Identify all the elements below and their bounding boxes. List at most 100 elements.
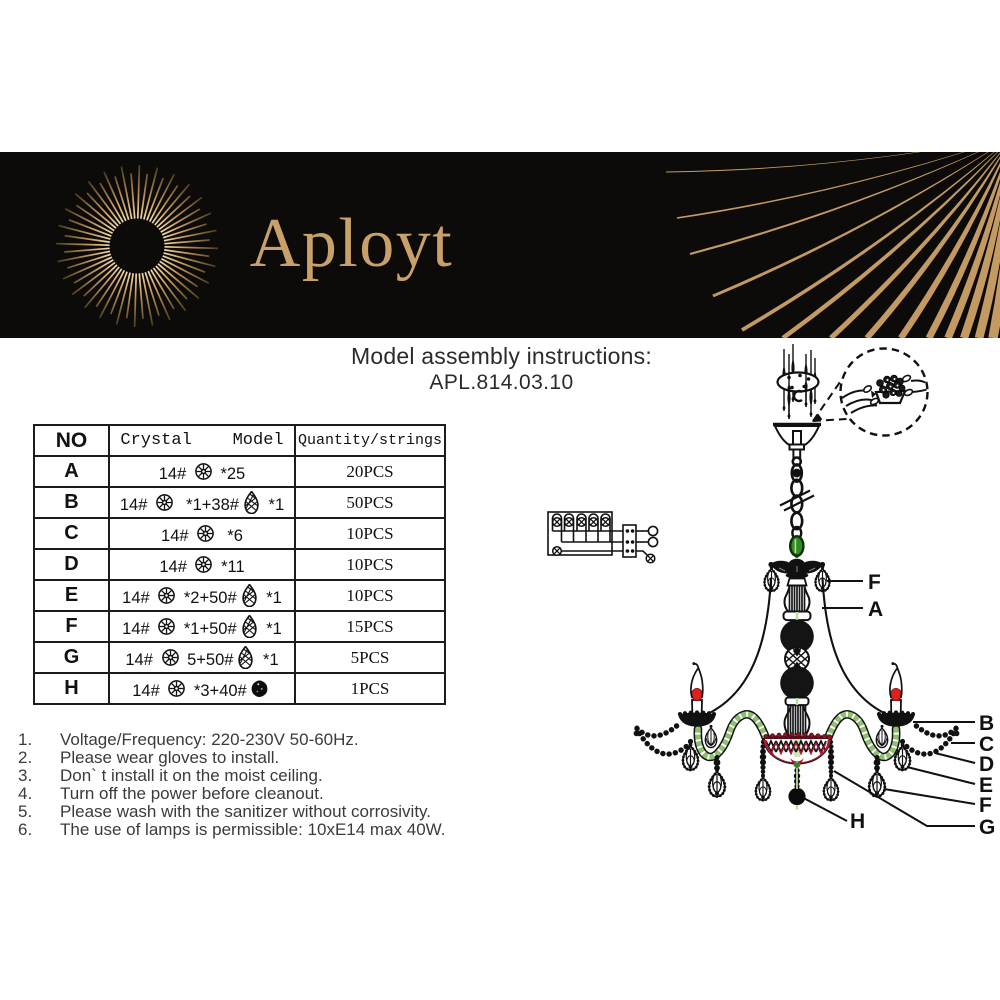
instruction-item: 5. Please wash with the sanitizer withou… (18, 803, 538, 821)
table-row: B 14# *1+38# *1 50PCS (33, 486, 446, 519)
instruction-item: 3. Don` t install it on the moist ceilin… (18, 767, 538, 785)
title-line1: Model assembly instructions: (351, 343, 652, 369)
instruction-number: 5. (18, 802, 33, 821)
row-model: 14# 5+50# *1 (108, 641, 296, 674)
row-no: F (33, 610, 110, 643)
parts-table: NO Crystal Model Quantity/strings A 14# … (33, 424, 446, 705)
row-qty: 5PCS (294, 641, 446, 674)
row-no: D (33, 548, 110, 581)
label-C: C (979, 733, 994, 756)
central-column (763, 558, 831, 739)
instruction-item: 4. Turn off the power before cleanout. (18, 785, 538, 803)
ceiling-plate-detail (776, 344, 820, 419)
instruction-text: Please wear gloves to install. (60, 748, 280, 767)
frame-wires (702, 577, 891, 717)
model-number: APL.814.03.10 (429, 371, 574, 394)
instruction-item: 6. The use of lamps is permissible: 10xE… (18, 821, 538, 839)
header-qty: Quantity/strings (294, 424, 446, 457)
canopy-and-chain (773, 422, 821, 558)
row-no: C (33, 517, 110, 550)
table-row: D 14# *11 10PCS (33, 548, 446, 581)
swag-anchors (633, 725, 960, 737)
cut-mark (779, 489, 815, 512)
instruction-number: 1. (18, 730, 33, 749)
row-model: 14# *2+50# *1 (108, 579, 296, 612)
candle-right (888, 661, 903, 718)
instruction-text: Please wash with the sanitizer without c… (60, 802, 432, 821)
row-model: 14# *1+50# *1 (108, 610, 296, 643)
row-no: G (33, 641, 110, 674)
wiring-schematic (547, 511, 659, 564)
row-no: A (33, 455, 110, 488)
table-row: C 14# *6 10PCS (33, 517, 446, 550)
instruction-number: 4. (18, 784, 33, 803)
table-row: F 14# *1+50# *1 15PCS (33, 610, 446, 643)
detail-magnifier (812, 347, 929, 437)
table-row: E 14# *2+50# *1 10PCS (33, 579, 446, 612)
row-model: 14# *25 (108, 455, 296, 488)
lattice-ball (784, 645, 810, 672)
instruction-text: The use of lamps is permissible: 10xE14 … (60, 820, 446, 839)
brand-banner: Aployt (0, 152, 1000, 338)
table-header-row: NO Crystal Model Quantity/strings (33, 424, 446, 457)
table-row: G 14# 5+50# *1 5PCS (33, 641, 446, 674)
label-E: E (979, 774, 993, 797)
instruction-text: Turn off the power before cleanout. (60, 784, 324, 803)
bottom-ball-H (788, 787, 806, 806)
bead-swags (634, 719, 959, 757)
lamp-group (551, 513, 611, 542)
row-qty: 20PCS (294, 455, 446, 488)
instruction-text: Don` t install it on the moist ceiling. (60, 766, 323, 785)
wire-terminal (647, 536, 659, 548)
label-D: D (979, 753, 994, 776)
row-qty: 10PCS (294, 517, 446, 550)
crystal-drop-F2 (707, 766, 727, 798)
row-model: 14# *6 (108, 517, 296, 550)
label-H: H (850, 810, 865, 833)
crystal-drop-G (822, 773, 840, 802)
callout-leaders (803, 580, 976, 827)
ground-lamp-symbol (551, 545, 563, 557)
instruction-item: 2. Please wear gloves to install. (18, 749, 538, 767)
label-G: G (979, 816, 995, 839)
table-row: A 14# *25 20PCS (33, 455, 446, 488)
top-bobeche-crown (768, 558, 826, 579)
crystal-cluster-icon (862, 374, 914, 406)
brand-name: Aployt (249, 205, 454, 282)
banner-decoration (55, 152, 1000, 338)
row-qty: 50PCS (294, 486, 446, 519)
label-A: A (868, 598, 883, 621)
row-qty: 1PCS (294, 672, 446, 705)
header-no: NO (33, 424, 110, 457)
bobeche-left (677, 710, 717, 727)
terminal-block (622, 524, 637, 558)
row-model: 14# *1+38# *1 (108, 486, 296, 519)
callout-labels: F A B C D E F G H (850, 571, 995, 839)
row-no: E (33, 579, 110, 612)
bobeche-right (876, 710, 916, 727)
instruction-number: 6. (18, 820, 33, 839)
page-title: Model assembly instructions: APL.814.03.… (0, 343, 1000, 396)
sunburst-icon (55, 164, 219, 328)
wire-terminal (647, 525, 659, 537)
instruction-text: Voltage/Frequency: 220-230V 50-60Hz. (60, 730, 359, 749)
row-no: H (33, 672, 110, 705)
candle-left (689, 661, 704, 718)
header-model: Crystal Model (108, 424, 296, 457)
ray-fan-icon (665, 152, 1000, 338)
label-F: F (979, 794, 992, 817)
table-row: H 14# *3+40# 1PCS (33, 672, 446, 705)
instruction-number: 2. (18, 748, 33, 767)
row-model: 14# *11 (108, 548, 296, 581)
hand-fingers (841, 379, 927, 414)
instruction-item: 1. Voltage/Frequency: 220-230V 50-60Hz. (18, 731, 538, 749)
row-qty: 10PCS (294, 548, 446, 581)
red-bowl (763, 732, 833, 789)
row-no: B (33, 486, 110, 519)
label-B: B (979, 712, 994, 735)
row-qty: 15PCS (294, 610, 446, 643)
row-qty: 10PCS (294, 579, 446, 612)
label-F-top: F (868, 571, 881, 594)
